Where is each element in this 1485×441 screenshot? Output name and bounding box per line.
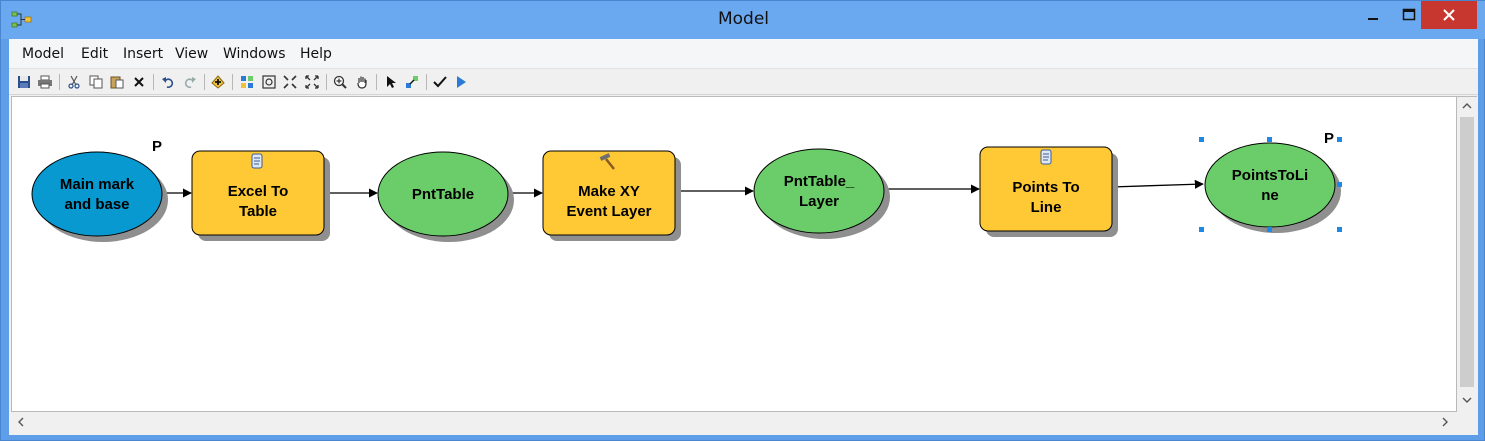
toolbar (9, 69, 1478, 95)
cut-icon (68, 75, 80, 89)
scrollbar-corner (1457, 412, 1477, 432)
add-data-button[interactable] (209, 73, 227, 91)
tool-node-excel-to-table[interactable] (191, 150, 330, 241)
full-extent-icon (262, 75, 276, 89)
node-label-points-to-line: Points To Line (1012, 179, 1080, 216)
fixed-zoom-out-icon (305, 75, 319, 89)
node-label-pointstoline: PointsToLi ne (1231, 167, 1309, 204)
save-button[interactable] (15, 73, 33, 91)
minimize-icon (1368, 18, 1378, 20)
pan-icon (357, 76, 367, 89)
horizontal-scrollbar[interactable] (11, 412, 1457, 432)
run-button[interactable] (452, 73, 470, 91)
auto-layout-icon (241, 76, 253, 88)
undo-icon (162, 77, 174, 89)
add-data-icon (211, 75, 225, 89)
scroll-down-icon[interactable] (1462, 396, 1472, 404)
copy-button[interactable] (87, 73, 105, 91)
fixed-zoom-in-icon (283, 75, 297, 89)
run-icon (457, 76, 466, 88)
fixed-zoom-in-button[interactable] (281, 73, 299, 91)
data-node-pointstoline[interactable] (1199, 137, 1342, 233)
node-label-excel-to-table: Excel To Table (227, 183, 289, 220)
connector-6[interactable] (1110, 179, 1204, 189)
script-tool-icon (251, 153, 263, 169)
connect-icon (406, 76, 418, 88)
window-title: Model (717, 9, 770, 29)
title-bar[interactable]: Model (1, 1, 1485, 39)
client-area: Model Edit Insert View Windows Help (9, 39, 1478, 435)
zoom-in-button[interactable] (331, 73, 349, 91)
script-tool-icon (1040, 149, 1052, 165)
menu-edit[interactable]: Edit (81, 46, 109, 62)
parameter-marker: P (152, 138, 163, 155)
scroll-left-icon[interactable] (17, 417, 25, 427)
minimize-button[interactable] (1355, 1, 1391, 29)
menu-windows[interactable]: Windows (223, 46, 286, 62)
model-canvas[interactable]: Main mark and base P Excel To Table PntT… (11, 96, 1457, 412)
maximize-icon (1402, 8, 1416, 21)
vertical-scroll-thumb[interactable] (1460, 117, 1474, 387)
menu-insert[interactable]: Insert (123, 46, 164, 62)
node-label-pnttable-layer: PntTable_ Layer (783, 173, 855, 210)
menu-bar: Model Edit Insert View Windows Help (9, 39, 1478, 69)
tool-node-points-to-line[interactable] (979, 146, 1118, 237)
hammer-tool-icon (599, 153, 615, 170)
redo-icon (184, 77, 196, 89)
validate-icon (433, 76, 447, 88)
tool-node-make-xy[interactable] (542, 150, 681, 241)
close-button[interactable] (1421, 1, 1477, 29)
save-icon (18, 76, 30, 88)
print-icon (38, 75, 52, 89)
delete-button[interactable] (130, 73, 148, 91)
print-button[interactable] (36, 73, 54, 91)
data-node-main-mark[interactable] (31, 151, 168, 242)
node-label-pnttable: PntTable (411, 186, 475, 203)
validate-button[interactable] (431, 73, 449, 91)
redo-button[interactable] (181, 73, 199, 91)
paste-button[interactable] (108, 73, 126, 91)
data-node-pnttable[interactable] (377, 151, 514, 242)
cut-button[interactable] (65, 73, 83, 91)
scroll-up-icon[interactable] (1462, 102, 1472, 110)
node-label-make-xy: Make XY Event Layer (566, 183, 652, 220)
undo-button[interactable] (159, 73, 177, 91)
fixed-zoom-out-button[interactable] (303, 73, 321, 91)
pan-button[interactable] (353, 73, 371, 91)
menu-model[interactable]: Model (22, 46, 65, 62)
node-label-main-mark: Main mark and base (59, 176, 135, 213)
model-builder-icon (11, 11, 32, 28)
close-icon (1443, 9, 1455, 21)
selection-handles[interactable] (1199, 137, 1342, 232)
parameter-marker: P (1324, 130, 1335, 147)
select-button[interactable] (382, 73, 400, 91)
auto-layout-button[interactable] (238, 73, 256, 91)
copy-icon (89, 75, 103, 89)
paste-icon (110, 76, 124, 89)
menu-view[interactable]: View (175, 46, 209, 62)
data-node-pnttable-layer[interactable] (753, 148, 890, 239)
connect-button[interactable] (403, 73, 421, 91)
maximize-button[interactable] (1391, 1, 1427, 29)
full-extent-button[interactable] (260, 73, 278, 91)
menu-help[interactable]: Help (300, 46, 332, 62)
scroll-right-icon[interactable] (1441, 417, 1449, 427)
select-icon (387, 76, 396, 88)
vertical-scrollbar[interactable] (1457, 96, 1477, 412)
zoom-in-icon (333, 75, 347, 89)
delete-icon (134, 77, 144, 87)
